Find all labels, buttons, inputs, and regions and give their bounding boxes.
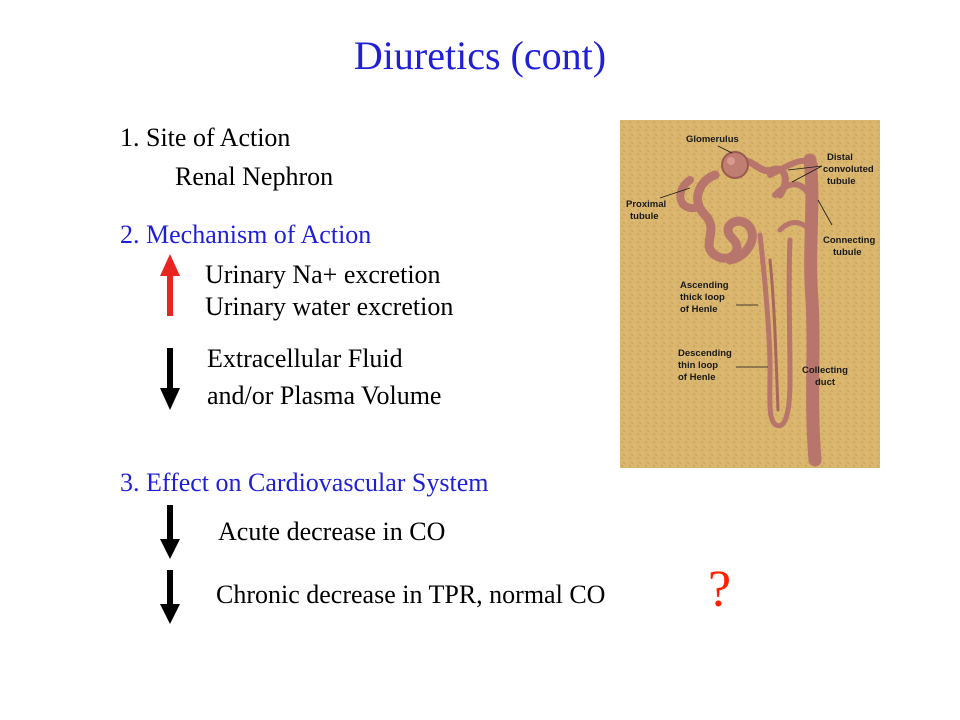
distal-label-2: convoluted bbox=[823, 164, 874, 175]
ascending-label-3: of Henle bbox=[680, 304, 717, 315]
collecting-label-2: duct bbox=[815, 377, 836, 388]
collecting-label-1: Collecting bbox=[802, 365, 848, 376]
descending-label-1: Descending bbox=[678, 348, 732, 359]
acute-decrease-text: Acute decrease in CO bbox=[218, 517, 446, 546]
down-arrow-icon bbox=[160, 570, 180, 624]
down-arrow-icon bbox=[160, 505, 180, 559]
distal-label-1: Distal bbox=[827, 152, 853, 163]
up-arrow-icon bbox=[160, 254, 180, 316]
proximal-label-1: Proximal bbox=[626, 199, 666, 210]
nephron-tubules bbox=[676, 153, 822, 467]
ascending-label-2: thick loop bbox=[680, 292, 725, 303]
urinary-water-excretion-text: Urinary water excretion bbox=[205, 292, 454, 321]
figure-background bbox=[620, 120, 880, 468]
glomerulus-shape bbox=[721, 151, 749, 179]
descending-label-3: of Henle bbox=[678, 372, 715, 383]
distal-label-3: tubule bbox=[827, 176, 856, 187]
site-of-action-heading: 1. Site of Action bbox=[120, 123, 291, 152]
proximal-label-2: tubule bbox=[630, 211, 659, 222]
extracellular-fluid-text: Extracellular Fluid bbox=[207, 344, 403, 373]
urinary-na-excretion-text: Urinary Na+ excretion bbox=[205, 260, 441, 289]
mechanism-of-action-heading: 2. Mechanism of Action bbox=[120, 220, 372, 249]
connecting-label-1: Connecting bbox=[823, 235, 875, 246]
connecting-label-2: tubule bbox=[833, 247, 862, 258]
down-arrow-icon bbox=[160, 348, 180, 410]
chronic-decrease-text: Chronic decrease in TPR, normal CO bbox=[216, 580, 606, 609]
descending-label-2: thin loop bbox=[678, 360, 718, 371]
nephron-diagram: Glomerulus Distal convoluted tubule Prox… bbox=[620, 120, 880, 468]
cardiovascular-effect-heading: 3. Effect on Cardiovascular System bbox=[120, 468, 489, 497]
slide-title: Diuretics (cont) bbox=[353, 33, 607, 78]
renal-nephron-text: Renal Nephron bbox=[175, 162, 334, 191]
glomerulus-label: Glomerulus bbox=[686, 134, 739, 145]
plasma-volume-text: and/or Plasma Volume bbox=[207, 381, 442, 410]
question-mark: ? bbox=[708, 561, 732, 618]
ascending-label-1: Ascending bbox=[680, 280, 729, 291]
